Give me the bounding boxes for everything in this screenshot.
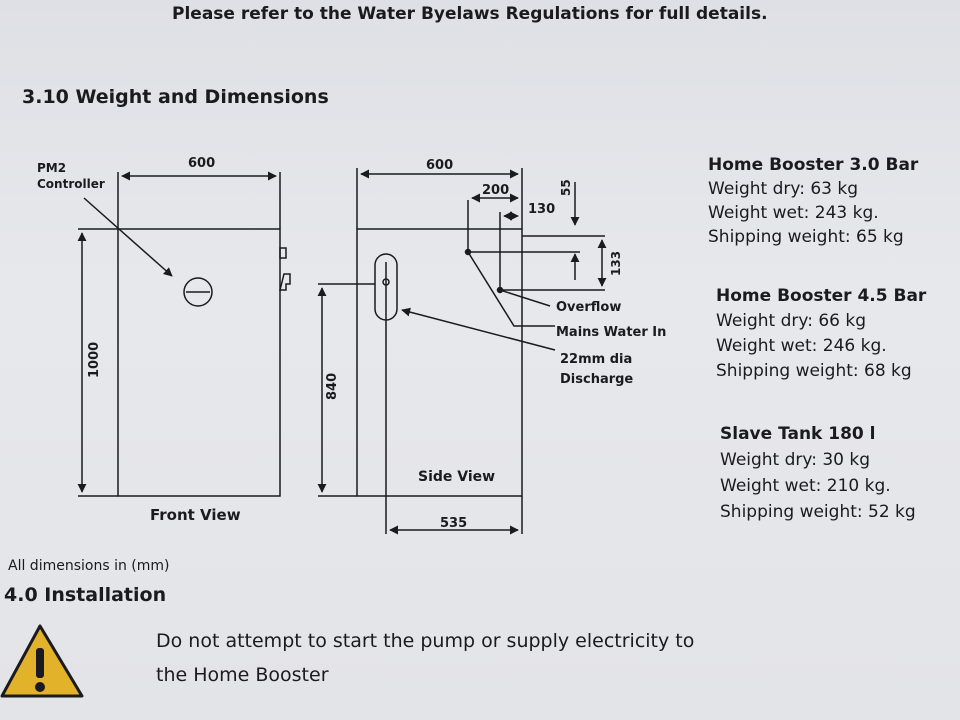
side-view-cabinet bbox=[356, 228, 523, 497]
overflow-leader bbox=[499, 289, 551, 307]
side-height-label: 840 bbox=[325, 373, 340, 400]
spec-weight-dry: Weight dry: 63 kg bbox=[708, 179, 859, 199]
spec-title: Slave Tank 180 l bbox=[720, 424, 876, 444]
offset-55-label: 55 bbox=[559, 179, 573, 196]
overflow-callout: Overflow bbox=[556, 300, 621, 315]
discharge-callout-line2: Discharge bbox=[560, 372, 633, 387]
offset-130-label: 130 bbox=[528, 202, 555, 217]
section-heading-weight-dimensions: 3.10 Weight and Dimensions bbox=[22, 86, 329, 108]
side-depth-label: 535 bbox=[440, 516, 467, 531]
spec-weight-wet: Weight wet: 243 kg. bbox=[708, 203, 879, 223]
front-height-label: 1000 bbox=[87, 342, 102, 378]
controller-leader-line bbox=[83, 197, 173, 277]
offset-200-label: 200 bbox=[482, 183, 509, 198]
warning-line-2: the Home Booster bbox=[156, 664, 329, 686]
side-view-label: Side View bbox=[418, 469, 495, 485]
spec-title: Home Booster 4.5 Bar bbox=[716, 286, 927, 306]
front-view-cabinet bbox=[117, 228, 281, 497]
discharge-callout-line1: 22mm dia bbox=[560, 352, 632, 367]
front-width-label: 600 bbox=[188, 156, 215, 171]
discharge-leader bbox=[401, 307, 556, 351]
spec-home-booster-4-5: Home Booster 4.5 Bar Weight dry: 66 kg W… bbox=[716, 286, 926, 381]
spec-shipping-weight: Shipping weight: 68 kg bbox=[716, 361, 912, 381]
controller-gauge bbox=[183, 277, 213, 307]
front-fitting bbox=[279, 273, 291, 291]
spec-slave-tank: Slave Tank 180 l Weight dry: 30 kg Weigh… bbox=[720, 424, 916, 522]
spec-weight-dry: Weight dry: 66 kg bbox=[716, 311, 867, 331]
side-width-label: 600 bbox=[426, 158, 453, 173]
offset-133-label: 133 bbox=[609, 251, 623, 276]
section-heading-installation: 4.0 Installation bbox=[4, 584, 167, 606]
mains-leader bbox=[467, 251, 555, 327]
installation-warning: Do not attempt to start the pump or supp… bbox=[156, 624, 694, 692]
mains-callout: Mains Water In bbox=[556, 325, 666, 340]
spec-weight-wet: Weight wet: 210 kg. bbox=[720, 476, 891, 496]
front-view-label: Front View bbox=[150, 506, 241, 524]
controller-label-line2: Controller bbox=[37, 177, 105, 191]
spec-shipping-weight: Shipping weight: 65 kg bbox=[708, 227, 904, 247]
spec-weight-wet: Weight wet: 246 kg. bbox=[716, 336, 887, 356]
spec-weight-dry: Weight dry: 30 kg bbox=[720, 450, 871, 470]
warning-line-1: Do not attempt to start the pump or supp… bbox=[156, 630, 695, 652]
spec-title: Home Booster 3.0 Bar bbox=[708, 155, 919, 175]
regulations-notice: Please refer to the Water Byelaws Regula… bbox=[172, 4, 768, 24]
spec-home-booster-3-0: Home Booster 3.0 Bar Weight dry: 63 kg W… bbox=[708, 155, 918, 247]
overflow-point bbox=[496, 286, 504, 294]
dimensions-note: All dimensions in (mm) bbox=[8, 558, 170, 574]
sight-tube-float bbox=[382, 278, 390, 286]
controller-label-line1: PM2 bbox=[37, 161, 66, 175]
mains-point bbox=[464, 248, 472, 256]
warning-triangle-icon bbox=[0, 624, 84, 698]
front-bracket bbox=[279, 247, 287, 259]
spec-shipping-weight: Shipping weight: 52 kg bbox=[720, 502, 916, 522]
